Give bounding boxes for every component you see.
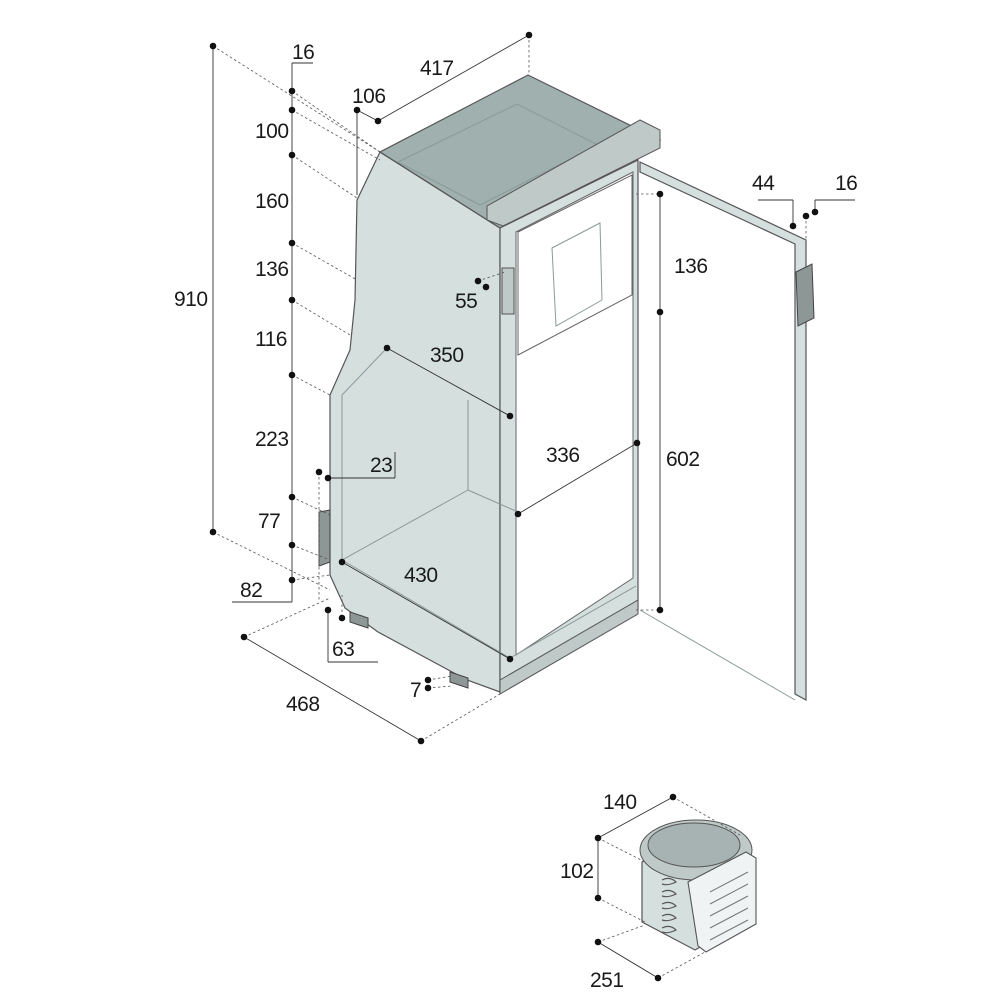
label-total-depth: 468 bbox=[286, 693, 320, 716]
label-step-116: 116 bbox=[255, 328, 287, 351]
label-door-16: 16 bbox=[835, 172, 857, 195]
label-compressor-width: 140 bbox=[603, 791, 637, 814]
grille-slats bbox=[709, 871, 749, 941]
label-step-223: 223 bbox=[255, 428, 289, 451]
dimension-labels: 910 16 417 106 100 160 136 116 223 77 82… bbox=[174, 41, 858, 716]
label-inner-height-602: 602 bbox=[666, 448, 700, 471]
cabinet bbox=[318, 74, 662, 695]
label-step-77: 77 bbox=[258, 510, 280, 533]
freezer-flap bbox=[551, 222, 603, 327]
cabinet-side-panel bbox=[329, 151, 501, 693]
rear-mount-bracket bbox=[318, 509, 331, 567]
label-total-height: 910 bbox=[174, 288, 208, 311]
hinge-block bbox=[501, 267, 515, 315]
label-inner-depth-430: 430 bbox=[404, 564, 438, 587]
label-step-136: 136 bbox=[255, 258, 289, 281]
label-step-160: 160 bbox=[255, 190, 289, 213]
label-inner-width-336: 336 bbox=[546, 444, 580, 467]
label-step-100: 100 bbox=[255, 120, 289, 143]
top-trim-bar bbox=[486, 119, 661, 227]
label-inner-width-350: 350 bbox=[430, 344, 464, 367]
label-compressor-height: 102 bbox=[560, 860, 594, 883]
label-recess-23: 23 bbox=[370, 454, 392, 477]
label-compressor-depth: 251 bbox=[590, 969, 624, 992]
label-upper-136: 136 bbox=[674, 255, 708, 278]
label-top-flange: 16 bbox=[292, 41, 314, 64]
label-foot-63: 63 bbox=[332, 638, 354, 661]
foot-left bbox=[349, 611, 369, 629]
base-trim bbox=[499, 599, 639, 695]
dimension-dots bbox=[209, 31, 819, 745]
label-hinge-55: 55 bbox=[455, 290, 477, 313]
freezer-compartment bbox=[517, 174, 633, 356]
door-hinge-line bbox=[639, 609, 796, 701]
label-top-offset: 106 bbox=[352, 85, 386, 108]
door-panel-edge bbox=[639, 161, 807, 702]
door bbox=[639, 161, 815, 702]
compressor-coil bbox=[661, 877, 678, 934]
interior-back-edge bbox=[341, 349, 519, 561]
label-top-width: 417 bbox=[420, 57, 454, 80]
label-base-82: 82 bbox=[240, 579, 262, 602]
door-handle bbox=[795, 263, 815, 327]
foot-right bbox=[449, 671, 469, 689]
compressor-unit: 140 102 251 bbox=[560, 791, 757, 992]
label-door-44: 44 bbox=[752, 172, 775, 195]
compressor-dome-top bbox=[647, 822, 741, 868]
label-foot-7: 7 bbox=[410, 679, 421, 702]
